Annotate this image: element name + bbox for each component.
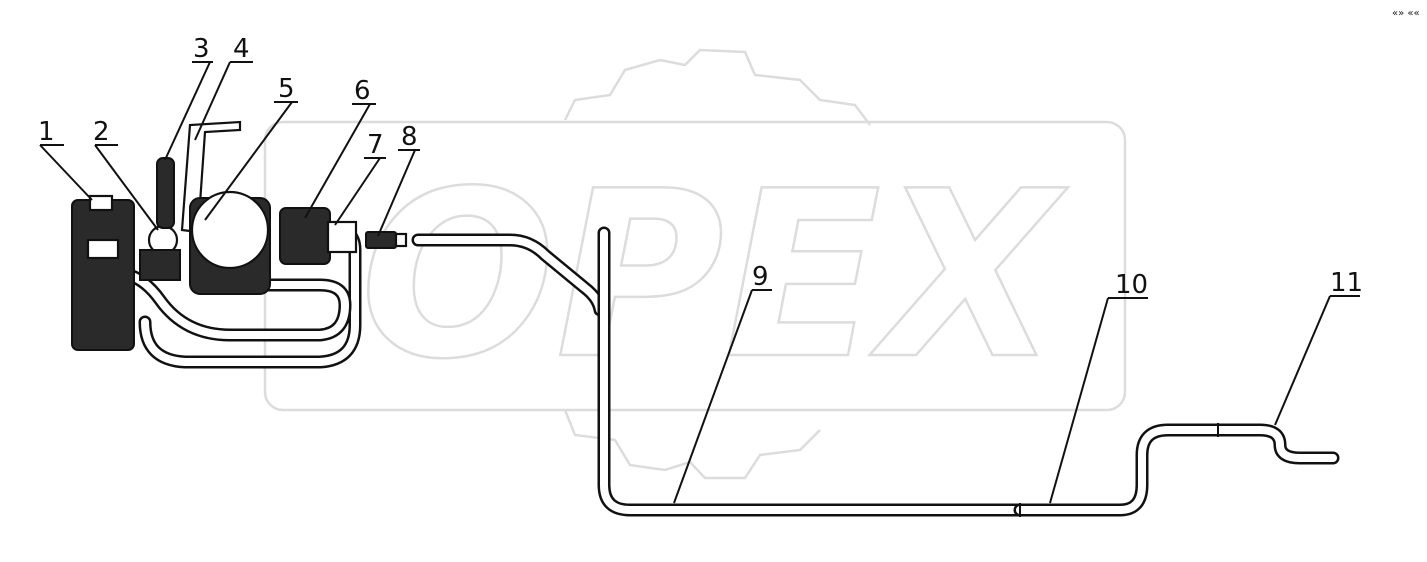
callout-6: 6 <box>354 76 371 106</box>
leader-9 <box>673 289 753 504</box>
leader-lines <box>39 61 1360 504</box>
part-8-nut <box>365 231 397 249</box>
leader-4 <box>194 61 231 141</box>
part-3-valve <box>156 157 175 229</box>
pipe-9-inner <box>600 229 1024 514</box>
pipe-section-a-inner <box>414 236 604 314</box>
part-7-coupling <box>326 220 358 254</box>
pipe-10-inner <box>1016 426 1337 514</box>
leader-11 <box>1274 295 1331 426</box>
callout-4: 4 <box>233 34 250 64</box>
callout-2: 2 <box>93 117 110 147</box>
leader-7 <box>334 157 381 226</box>
callout-labels: 1 2 3 4 5 6 7 8 9 10 11 <box>38 34 1363 300</box>
callout-5: 5 <box>278 74 295 104</box>
leader-8 <box>377 149 416 237</box>
leader-2 <box>94 144 159 231</box>
leader-5 <box>204 101 293 221</box>
callout-1: 1 <box>38 117 55 147</box>
leader-3 <box>164 61 211 161</box>
part-5-cover <box>190 190 270 270</box>
callout-3: 3 <box>193 34 210 64</box>
main-assembly <box>71 120 408 369</box>
callout-8: 8 <box>401 122 418 152</box>
leader-10 <box>1049 297 1109 504</box>
watermark-logo: OPEX <box>263 48 1127 480</box>
leader-6 <box>304 103 371 219</box>
part-8-tip <box>394 232 408 248</box>
part-1-top-cap <box>88 194 114 212</box>
leader-1 <box>39 144 93 201</box>
part-1-detail <box>86 238 120 260</box>
callout-10: 10 <box>1115 270 1148 300</box>
part-1-housing <box>71 199 135 351</box>
callout-7: 7 <box>367 130 384 160</box>
watermark-text: OPEX <box>360 143 1068 410</box>
callout-9: 9 <box>752 262 769 292</box>
corner-mark: «» «« <box>1392 8 1420 19</box>
callout-11: 11 <box>1330 268 1363 298</box>
part-2-body <box>139 249 181 281</box>
mid-frame-tube-inner <box>96 268 349 339</box>
pipe-line <box>411 226 1340 517</box>
